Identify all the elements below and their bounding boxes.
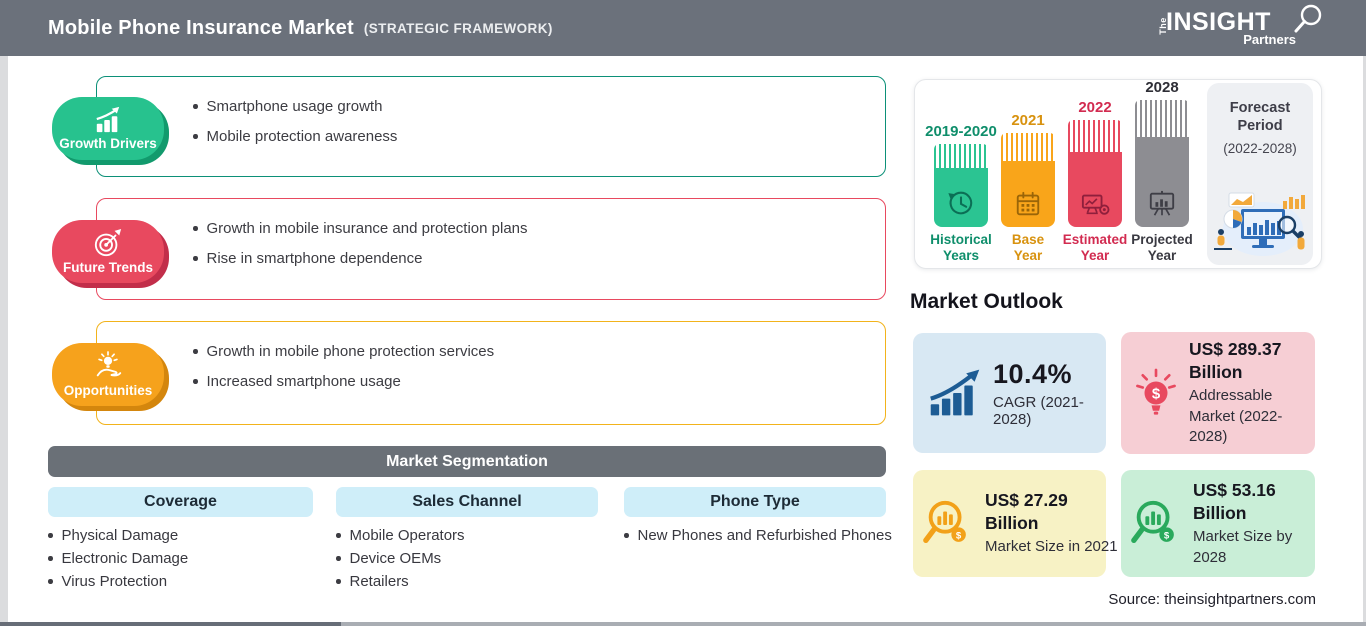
market-size-2021-value: US$ 27.29 Billion [985,490,1068,534]
badge-label: Growth Drivers [59,136,157,151]
market-size-2028-value: US$ 53.16 Billion [1193,480,1276,523]
monitor-gear-icon [1081,194,1110,215]
market-size-2028-card: $ US$ 53.16 Billion Market Size by 2028 [1121,470,1315,577]
projection-screen-icon [1149,190,1175,216]
growth-arrow-icon [930,369,980,416]
timeline-bar-estimated [1068,120,1122,227]
market-size-2028-desc: Market Size by 2028 [1193,528,1293,566]
svg-text:$: $ [956,530,962,541]
bottom-bar-dark [0,622,341,626]
segmentation-title: Market Segmentation [386,452,548,470]
magnifier-chart-icon: $ [923,500,966,543]
list-item: Growth in mobile insurance and protectio… [193,220,885,237]
list-item: Mobile protection awareness [193,128,885,145]
phone-type-list: New Phones and Refurbished Phones [624,527,892,544]
market-outlook-title: Market Outlook [910,290,1063,313]
svg-text:$: $ [1152,385,1161,402]
badge-label: Opportunities [63,383,153,398]
source-text: Source: theinsightpartners.com [1108,591,1316,608]
market-size-2021-card: $ US$ 27.29 Billion Market Size in 2021 [913,470,1118,577]
opportunities-badge: Opportunities [52,343,164,406]
history-clock-icon [948,191,973,215]
timeline-year-label: 2022 [1078,99,1112,116]
list-item: Electronic Damage [48,550,188,567]
cagr-desc: CAGR (2021-2028) [993,393,1084,428]
cagr-value: 10.4% [993,358,1073,389]
market-size-2021-desc: Market Size in 2021 [985,538,1118,556]
growth-chart-icon [96,106,120,133]
calendar-icon [1016,191,1040,216]
timeline-bar-projected [1135,100,1189,227]
bottom-bar-light [341,622,1366,626]
timeline-bar-base [1001,133,1055,227]
future-trends-badge: Future Trends [52,220,164,283]
logo-insight-text: INSIGHT [1166,8,1271,36]
list-item: Mobile Operators [336,527,465,544]
list-item: Growth in mobile phone protection servic… [193,343,885,360]
list-item: Device OEMs [336,550,465,567]
badge-label: Future Trends [62,260,153,275]
timeline-year-label: 2028 [1145,79,1179,96]
list-item: Rise in smartphone dependence [193,250,885,267]
svg-text:$: $ [1164,530,1170,541]
forecast-period-panel: Forecast Period (2022-2028) [1207,83,1313,265]
analysts-illustration [1214,192,1305,256]
list-item: Retailers [336,573,465,590]
segment-header-sales-channel: Sales Channel [336,487,598,517]
addressable-market-value: US$ 289.37 Billion [1189,339,1282,383]
bulb-dollar-icon: $ [1136,368,1176,415]
title-bar: Mobile Phone Insurance Market (STRATEGIC… [0,0,1366,56]
magnifier-icon [1294,4,1322,33]
hand-bulb-icon [96,351,122,377]
target-icon [94,228,122,257]
forecast-range: (2022-2028) [1223,141,1297,156]
list-item: Smartphone usage growth [193,98,885,115]
list-item: Virus Protection [48,573,188,590]
logo-partners-text: Partners [1243,32,1296,47]
report-subtitle: (STRATEGIC FRAMEWORK) [363,20,553,36]
opportunities-box: Growth in mobile phone protection servic… [96,321,886,425]
segment-header-coverage: Coverage [48,487,313,517]
addressable-market-card: $ US$ 289.37 Billion Addressable Market … [1121,332,1315,454]
coverage-list: Physical Damage Electronic Damage Virus … [48,527,188,590]
timeline-framework-card: 2019-2020 2021 2022 2028 [914,79,1322,269]
market-segmentation-bar: Market Segmentation [48,446,886,477]
timeline-bar-historical [934,144,988,227]
insight-partners-logo: The INSIGHT Partners [1158,4,1322,50]
segment-header-phone-type: Phone Type [624,487,886,517]
magnifier-chart-icon: $ [1131,500,1174,543]
cagr-card: 10.4% CAGR (2021-2028) [913,333,1106,453]
growth-drivers-box: Smartphone usage growth Mobile protectio… [96,76,886,177]
list-item: Increased smartphone usage [193,373,885,390]
future-trends-box: Growth in mobile insurance and protectio… [96,198,886,300]
sales-channel-list: Mobile Operators Device OEMs Retailers [336,527,465,590]
timeline-year-label: 2019-2020 [925,123,997,140]
left-edge-strip [0,56,8,622]
addressable-market-desc: Addressable Market (2022-2028) [1189,387,1283,446]
page-title: Mobile Phone Insurance Market (STRATEGIC… [48,0,553,56]
timeline-year-label: 2021 [1011,112,1045,129]
report-title: Mobile Phone Insurance Market [48,16,354,39]
growth-drivers-badge: Growth Drivers [52,97,164,160]
forecast-label: Forecast Period [1229,100,1291,134]
list-item: New Phones and Refurbished Phones [624,527,892,544]
right-edge-strip [1363,56,1366,622]
list-item: Physical Damage [48,527,188,544]
